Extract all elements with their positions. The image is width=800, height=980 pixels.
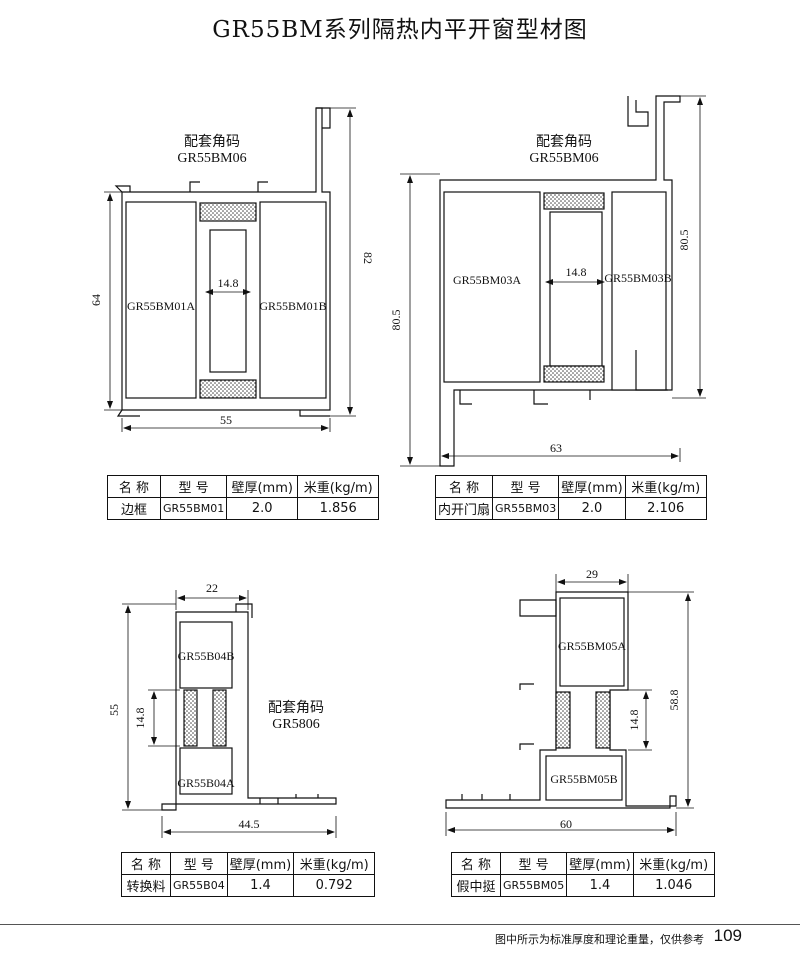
profile-drawings: 配套角码 GR55BM06 GR55BM01A GR55BM01B 64 82 … <box>89 95 706 838</box>
sash-dim-height-left: 80.5 <box>389 310 403 331</box>
mullion-dim-gap: 14.8 <box>627 710 641 731</box>
page-title: GR55BM系列隔热内平开窗型材图 <box>212 17 588 43</box>
transition-dim-top: 22 <box>206 581 218 595</box>
profile-mullion <box>445 591 677 809</box>
header-weight: 米重(kg/m) <box>632 852 715 875</box>
header-model: 型 号 <box>170 852 228 875</box>
header-weight: 米重(kg/m) <box>297 475 380 498</box>
sash-dim-width: 63 <box>550 441 562 455</box>
frame-dim-height: 64 <box>89 294 103 306</box>
spec-thickness: 2.0 <box>558 497 626 520</box>
profile-frame <box>114 107 331 417</box>
table-row: 内开门扇 GR55BM03 2.0 2.106 <box>434 497 707 520</box>
mullion-part-b: GR55BM05B <box>550 772 617 786</box>
table-header-row: 名 称 型 号 壁厚(mm) 米重(kg/m) <box>451 852 715 875</box>
profile-transition <box>161 603 337 811</box>
sash-part-b: GR55BM03B <box>604 271 671 285</box>
spec-table-mullion: 名 称 型 号 壁厚(mm) 米重(kg/m) 假中挺 GR55BM05 1.4… <box>451 852 715 897</box>
transition-part-a: GR55B04A <box>177 776 235 790</box>
spec-model: GR55BM05 <box>499 874 568 897</box>
header-weight: 米重(kg/m) <box>624 475 707 498</box>
header-name: 名 称 <box>107 475 161 498</box>
transition-dim-gap: 14.8 <box>133 708 147 729</box>
spec-thickness: 1.4 <box>566 874 634 897</box>
transition-part-b: GR55B04B <box>178 649 235 663</box>
spec-model: GR55B04 <box>170 874 228 897</box>
mullion-part-a: GR55BM05A <box>558 639 626 653</box>
spec-name: 假中挺 <box>451 874 501 897</box>
header-model: 型 号 <box>492 475 560 498</box>
header-thickness: 壁厚(mm) <box>226 852 295 875</box>
spec-table-frame: 名 称 型 号 壁厚(mm) 米重(kg/m) 边框 GR55BM01 2.0 … <box>107 475 380 520</box>
header-model: 型 号 <box>499 852 568 875</box>
frame-part-b: GR55BM01B <box>259 299 326 313</box>
spec-name: 内开门扇 <box>434 497 494 520</box>
frame-part-a: GR55BM01A <box>127 299 195 313</box>
header-model: 型 号 <box>159 475 228 498</box>
header-thickness: 壁厚(mm) <box>558 475 626 498</box>
spec-weight: 1.046 <box>632 874 715 897</box>
header-name: 名 称 <box>121 852 171 875</box>
sash-dim-gap: 14.8 <box>566 265 587 279</box>
frame-dim-width: 55 <box>220 413 232 427</box>
spec-thickness: 2.0 <box>226 497 299 520</box>
mullion-dim-width: 60 <box>560 817 572 831</box>
header-name: 名 称 <box>434 475 494 498</box>
sash-part-a: GR55BM03A <box>453 273 521 287</box>
spec-weight: 0.792 <box>293 874 376 897</box>
frame-accessory-code: GR55BM06 <box>177 151 246 166</box>
page-footer: 图中所示为标准厚度和理论重量，仅供参考 109 <box>0 924 800 947</box>
sash-dim-height-right: 80.5 <box>677 230 691 251</box>
spec-thickness: 1.4 <box>226 874 295 897</box>
footer-note: 图中所示为标准厚度和理论重量，仅供参考 <box>495 933 704 946</box>
header-weight: 米重(kg/m) <box>293 852 376 875</box>
table-row: 转换料 GR55B04 1.4 0.792 <box>121 874 376 897</box>
table-header-row: 名 称 型 号 壁厚(mm) 米重(kg/m) <box>121 852 376 875</box>
transition-accessory-code: GR5806 <box>272 717 319 732</box>
header-thickness: 壁厚(mm) <box>226 475 299 498</box>
transition-dim-height: 55 <box>107 704 121 716</box>
header-name: 名 称 <box>451 852 501 875</box>
mullion-dim-top: 29 <box>586 567 598 581</box>
profile-sash <box>439 95 681 467</box>
spec-table-sash: 名 称 型 号 壁厚(mm) 米重(kg/m) 内开门扇 GR55BM03 2.… <box>434 475 707 520</box>
sash-accessory-code: GR55BM06 <box>529 151 598 166</box>
spec-table-transition: 名 称 型 号 壁厚(mm) 米重(kg/m) 转换料 GR55B04 1.4 … <box>121 852 376 897</box>
mullion-dim-height: 58.8 <box>667 690 681 711</box>
table-row: 假中挺 GR55BM05 1.4 1.046 <box>451 874 715 897</box>
spec-weight: 1.856 <box>297 497 380 520</box>
spec-model: GR55BM03 <box>492 497 560 520</box>
transition-dim-width: 44.5 <box>239 817 260 831</box>
transition-accessory-label: 配套角码 <box>268 700 324 716</box>
spec-weight: 2.106 <box>624 497 707 520</box>
spec-name: 边框 <box>107 497 161 520</box>
table-header-row: 名 称 型 号 壁厚(mm) 米重(kg/m) <box>434 475 707 498</box>
table-header-row: 名 称 型 号 壁厚(mm) 米重(kg/m) <box>107 475 380 498</box>
header-thickness: 壁厚(mm) <box>566 852 634 875</box>
sash-accessory-label: 配套角码 <box>536 134 592 150</box>
table-row: 边框 GR55BM01 2.0 1.856 <box>107 497 380 520</box>
frame-dim-gap: 14.8 <box>218 276 239 290</box>
spec-model: GR55BM01 <box>159 497 228 520</box>
spec-name: 转换料 <box>121 874 171 897</box>
frame-dim-overall: 82 <box>361 252 375 264</box>
page-number: 109 <box>713 926 742 945</box>
frame-accessory-label: 配套角码 <box>184 134 240 150</box>
